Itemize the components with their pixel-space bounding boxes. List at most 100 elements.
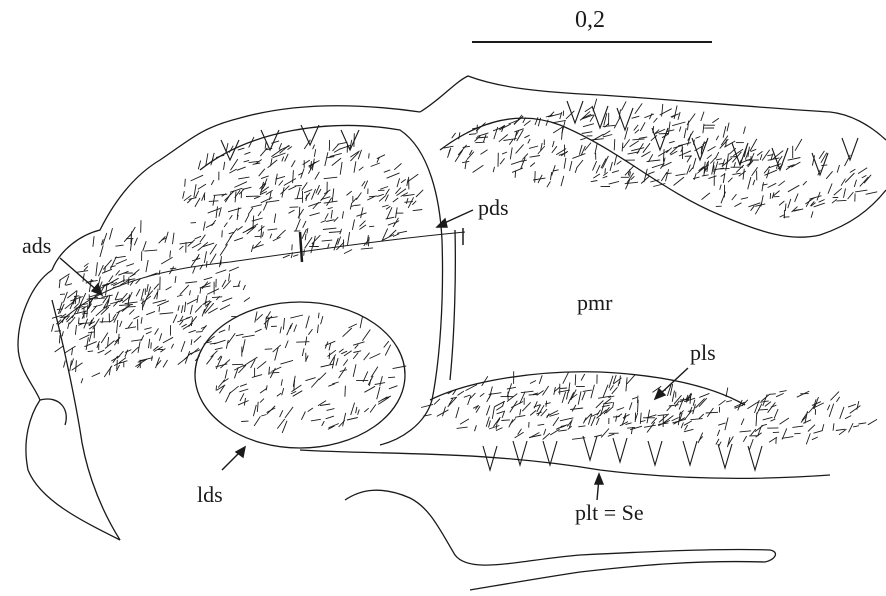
bristle	[165, 232, 168, 243]
bristle	[212, 297, 222, 298]
bristle	[500, 158, 505, 164]
bristle	[413, 210, 423, 211]
bristle	[529, 435, 541, 438]
bristle	[308, 202, 321, 206]
bristle	[354, 161, 356, 172]
bristle	[370, 405, 376, 413]
bristle	[803, 181, 807, 185]
bristle	[89, 293, 98, 303]
bristle	[385, 345, 391, 356]
spine	[221, 140, 239, 160]
bristle	[644, 425, 656, 427]
bristle	[702, 175, 709, 176]
bristle	[126, 279, 136, 280]
bristle	[609, 181, 619, 184]
bristle	[514, 115, 522, 125]
bristle	[632, 116, 640, 118]
bristle	[502, 152, 507, 154]
label-ads: ads	[22, 235, 51, 257]
bristle	[177, 295, 182, 297]
bristle	[768, 402, 776, 412]
bristle	[459, 132, 460, 139]
bristle	[763, 394, 767, 405]
bristle	[263, 232, 264, 237]
bristle	[159, 236, 166, 243]
bristle	[483, 134, 486, 142]
bristle	[252, 375, 262, 378]
bristle	[251, 245, 253, 252]
bristle	[828, 184, 832, 194]
bristle	[245, 214, 249, 222]
bristle	[113, 286, 120, 288]
bristle	[170, 268, 176, 269]
bristle	[720, 185, 722, 190]
bristle	[260, 388, 267, 393]
bristle	[287, 325, 292, 335]
bristle	[614, 139, 615, 150]
bristle	[146, 273, 157, 277]
bristle	[732, 173, 740, 174]
bristle	[493, 127, 505, 131]
bristle	[507, 387, 516, 389]
bristle	[285, 154, 289, 162]
bristle	[170, 251, 171, 258]
bristle	[778, 181, 785, 186]
bristle	[347, 418, 358, 421]
bristle	[672, 122, 685, 126]
bristle	[836, 429, 845, 430]
bristle	[630, 171, 631, 176]
bristle	[489, 387, 492, 399]
bristle	[149, 339, 150, 348]
bristle	[763, 417, 773, 420]
bristle	[582, 392, 585, 400]
bristle	[267, 406, 275, 414]
bristle	[214, 194, 228, 195]
bristle	[109, 228, 112, 239]
bristle	[741, 419, 744, 425]
bristle	[854, 180, 856, 187]
bristle	[578, 426, 585, 427]
bristle	[480, 393, 484, 396]
bristle	[211, 180, 214, 185]
bristle	[285, 341, 288, 349]
bristle	[141, 317, 142, 324]
bristle	[179, 246, 183, 250]
bristle	[552, 120, 566, 122]
bristle	[850, 169, 856, 172]
bristle	[163, 360, 167, 367]
bristle	[288, 147, 292, 150]
bristle	[185, 351, 190, 363]
bristle	[285, 407, 293, 418]
bristle	[226, 340, 228, 349]
bristle	[572, 154, 585, 159]
bristle	[693, 158, 696, 169]
bristle	[327, 409, 335, 411]
bristle	[421, 404, 433, 407]
bristle	[388, 377, 395, 378]
bristle	[220, 305, 230, 310]
bristle	[119, 305, 133, 306]
bristle	[339, 367, 346, 378]
bristle	[658, 150, 668, 156]
bristle	[326, 416, 334, 419]
bristle	[356, 407, 357, 413]
bristle	[380, 376, 383, 386]
bristle	[178, 305, 179, 310]
bristle	[332, 158, 341, 166]
bristle	[229, 215, 232, 219]
bristle	[620, 422, 628, 426]
bristle	[685, 411, 691, 419]
bristle	[458, 145, 467, 155]
bristle	[547, 181, 551, 187]
bristle	[647, 422, 655, 432]
bristle	[831, 392, 840, 401]
bristle	[305, 234, 306, 240]
bristle	[353, 342, 364, 345]
bristle	[687, 165, 691, 175]
bristle	[741, 198, 748, 200]
bristle	[62, 331, 63, 336]
bristle	[740, 431, 752, 432]
bristle	[694, 173, 696, 180]
bristle	[312, 235, 321, 244]
bristle	[349, 324, 357, 328]
